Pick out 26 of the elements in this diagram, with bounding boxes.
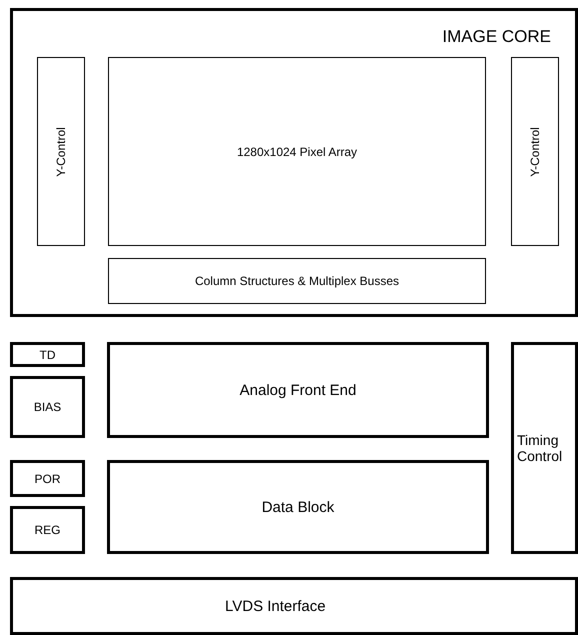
block-label: TD bbox=[40, 348, 56, 362]
block-label: LVDS Interface bbox=[225, 598, 326, 614]
block-label: Analog Front End bbox=[240, 382, 356, 398]
block-label: REG bbox=[34, 523, 60, 537]
block-label: BIAS bbox=[34, 400, 62, 414]
module-box bbox=[10, 577, 578, 635]
module-box bbox=[107, 460, 489, 554]
module-box bbox=[10, 376, 85, 438]
module-box bbox=[10, 8, 578, 317]
module-box bbox=[10, 460, 85, 497]
module-box bbox=[107, 342, 489, 438]
block-label: POR bbox=[34, 472, 60, 486]
module-box bbox=[511, 342, 578, 554]
block-label: 1280x1024 Pixel Array bbox=[236, 144, 358, 158]
block-label: IMAGE CORE bbox=[442, 27, 551, 47]
block-label: Timing Control bbox=[517, 432, 564, 464]
block-label: Column Structures & Multiplex Busses bbox=[194, 274, 400, 288]
block-label: Y-Control bbox=[528, 126, 542, 176]
block-box bbox=[108, 258, 486, 304]
block-box bbox=[37, 57, 85, 246]
block-label: Data Block bbox=[262, 498, 334, 516]
block-box bbox=[511, 57, 559, 246]
block-label: Y-Control bbox=[54, 126, 68, 176]
module-box bbox=[10, 342, 85, 367]
block-box bbox=[108, 57, 486, 246]
module-box bbox=[10, 506, 85, 554]
